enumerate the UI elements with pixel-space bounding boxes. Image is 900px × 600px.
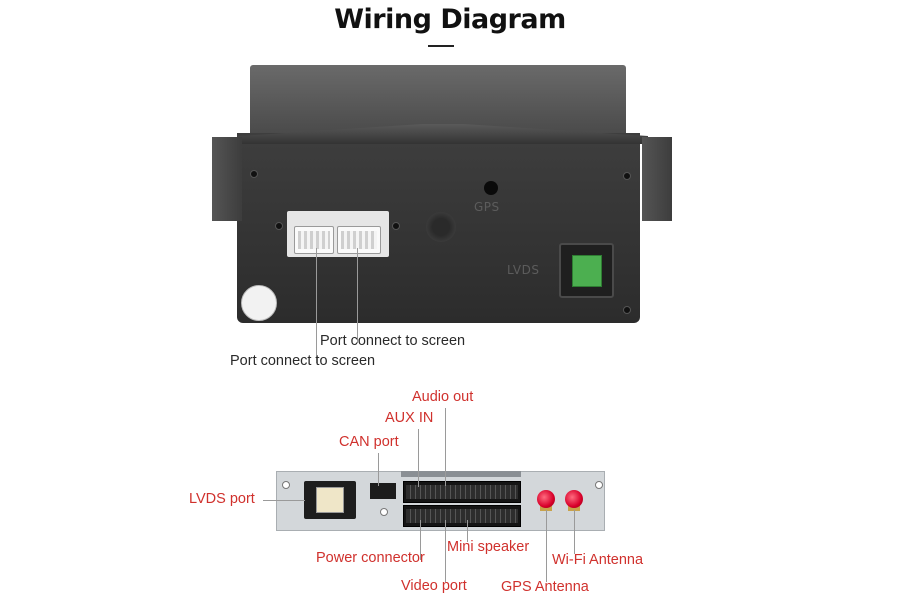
gps-hole xyxy=(484,181,498,195)
screw xyxy=(250,170,258,178)
lvds-socket xyxy=(572,255,602,287)
label-can-port: CAN port xyxy=(339,434,399,450)
leader-line xyxy=(420,520,421,560)
connector-row-upper xyxy=(403,481,521,503)
mounting-bracket-left xyxy=(212,137,242,221)
leader-line xyxy=(574,510,575,554)
page-title: Wiring Diagram xyxy=(334,4,566,35)
label-wifi-antenna: Wi-Fi Antenna xyxy=(552,552,644,568)
leader-line xyxy=(263,500,305,501)
mounting-hole xyxy=(595,481,603,489)
gps-silkscreen-label: GPS xyxy=(474,200,500,214)
mounting-hole xyxy=(282,481,290,489)
leader-line xyxy=(418,429,419,487)
connector-row-lower xyxy=(403,505,521,527)
screw xyxy=(392,222,400,230)
label-power-connector: Power connector xyxy=(316,550,425,566)
lvds-silkscreen-label: LVDS xyxy=(507,263,540,277)
screen-port-a xyxy=(294,226,334,254)
wifi-antenna-connector xyxy=(565,490,583,508)
round-dimple xyxy=(426,212,456,242)
label-port-connect-screen-upper: Port connect to screen xyxy=(320,333,466,349)
label-audio-out: Audio out xyxy=(412,389,474,405)
mounting-hole xyxy=(380,508,388,516)
label-gps-antenna: GPS Antenna xyxy=(501,579,589,595)
label-aux-in: AUX IN xyxy=(385,410,434,426)
label-lvds-port: LVDS port xyxy=(189,491,255,507)
lvds-connector-insert xyxy=(316,487,344,513)
label-video-port: Video port xyxy=(401,578,467,594)
label-mini-speaker: Mini speaker xyxy=(447,539,530,555)
screw xyxy=(623,306,631,314)
title-underline xyxy=(428,45,454,47)
gps-antenna-connector xyxy=(537,490,555,508)
leader-line xyxy=(546,510,547,582)
can-connector xyxy=(370,483,396,499)
unit-top-panel xyxy=(250,65,626,135)
board-edge xyxy=(401,471,521,477)
leader-line xyxy=(445,520,446,582)
screen-port-b xyxy=(337,226,381,254)
leader-line xyxy=(357,248,358,343)
mounting-bracket-right xyxy=(642,137,672,221)
leader-line xyxy=(378,453,379,486)
wifi-antenna-base xyxy=(568,505,580,511)
leader-line xyxy=(445,408,446,486)
round-sticker xyxy=(241,285,277,321)
screw xyxy=(623,172,631,180)
gps-antenna-base xyxy=(540,505,552,511)
label-port-connect-screen-lower: Port connect to screen xyxy=(230,353,376,369)
leader-line xyxy=(316,248,317,363)
leader-line xyxy=(467,520,468,542)
screw xyxy=(275,222,283,230)
